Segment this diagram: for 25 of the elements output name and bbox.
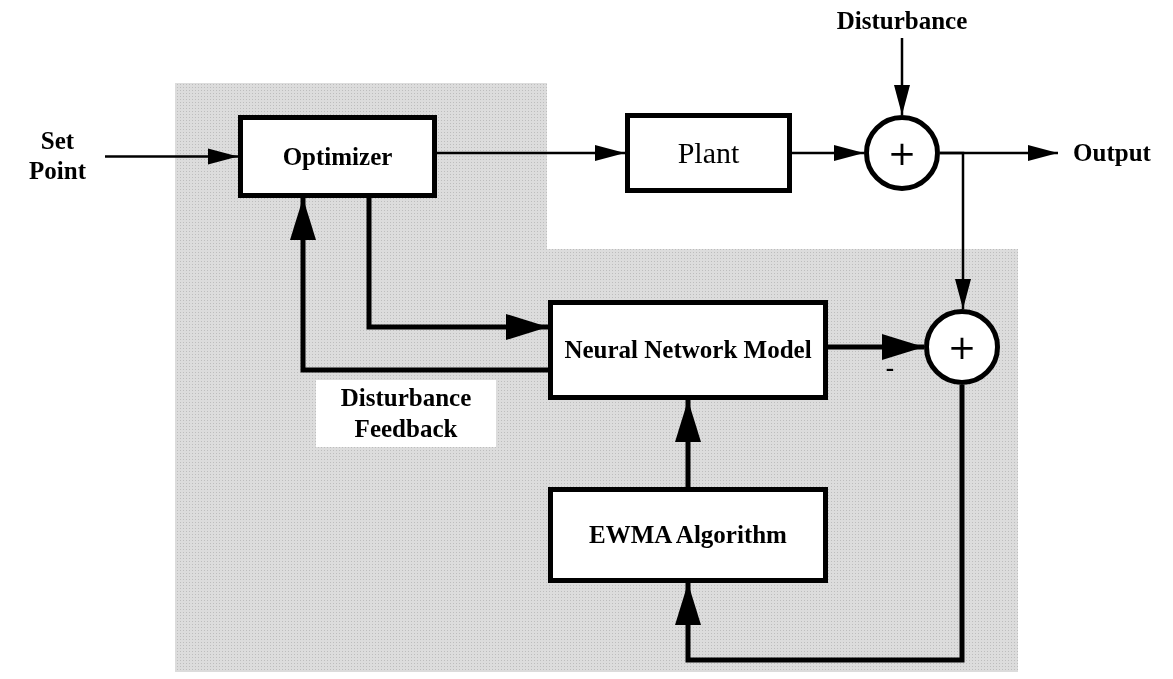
arrow: [675, 385, 965, 663]
arrow: [828, 334, 924, 360]
box-label: Neural Network Model: [564, 335, 812, 365]
arrow: [894, 38, 910, 115]
arrow: [366, 198, 548, 340]
arrow: [940, 151, 971, 309]
arrow: [675, 400, 701, 487]
arrow: [437, 145, 625, 161]
box-label: EWMA Algorithm: [589, 520, 787, 550]
process-box: [548, 300, 828, 400]
signal-label: Disturbance: [836, 6, 968, 36]
signal-label: Set Point: [28, 126, 87, 186]
arrow: [792, 145, 864, 161]
process-box: [548, 487, 828, 583]
plus-sign: +: [947, 330, 977, 364]
plus-sign: +: [887, 136, 917, 170]
process-box: [625, 113, 792, 193]
signal-label: Output: [1073, 138, 1151, 168]
arrow: [105, 148, 238, 165]
box-label: Plant: [677, 135, 740, 171]
box-label: Optimizer: [282, 141, 393, 172]
edge-label: Disturbance Feedback: [316, 380, 496, 447]
process-box: [238, 115, 437, 198]
arrow: [290, 198, 548, 373]
minus-sign: -: [884, 353, 896, 383]
